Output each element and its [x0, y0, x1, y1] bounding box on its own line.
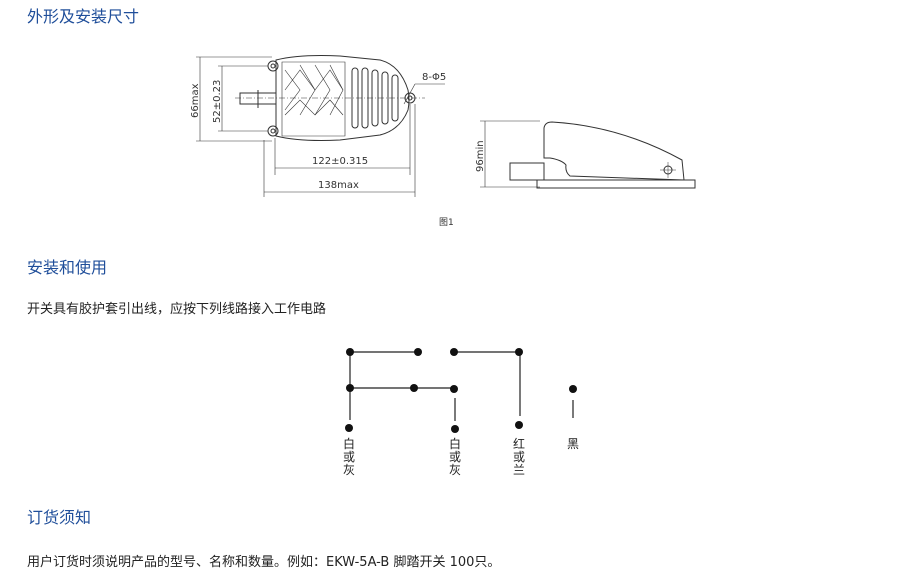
section-title-dimensions: 外形及安装尺寸 — [27, 7, 140, 26]
wiring-terminals — [345, 348, 577, 433]
wire-label-4: 黑 — [567, 437, 580, 451]
section-title-order: 订货须知 — [27, 508, 92, 527]
wire-label-1: 白或灰 — [343, 437, 356, 477]
wire-label-2: 白或灰 — [449, 437, 462, 477]
section-title-install: 安装和使用 — [27, 258, 108, 277]
dim-hole-spacing: 52±0.23 — [212, 80, 223, 123]
install-text: 开关具有胶护套引出线，应按下列线路接入工作电路 — [27, 302, 327, 317]
dim-holes: 8-Φ5 — [422, 72, 446, 83]
order-text: 用户订货时须说明产品的型号、名称和数量。例如：EKW-5A-B 脚踏开关 100… — [27, 555, 501, 570]
dim-length: 122±0.315 — [312, 156, 368, 167]
figure-caption: 图1 — [439, 217, 454, 228]
wire-label-3: 红或兰 — [513, 437, 526, 477]
dim-side-height: 96min — [475, 140, 486, 172]
dim-total: 138max — [318, 180, 359, 191]
dim-height: 66max — [190, 83, 201, 118]
